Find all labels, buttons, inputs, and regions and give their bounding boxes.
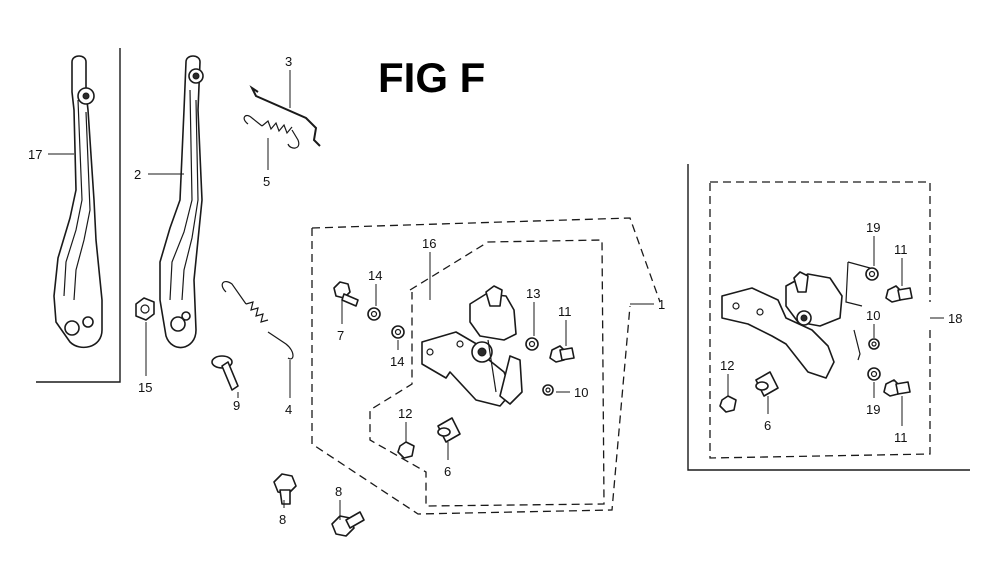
callout-18: 18 bbox=[948, 311, 962, 326]
callout-6-assembly-18: 6 bbox=[764, 418, 771, 433]
callout-5: 5 bbox=[263, 174, 270, 189]
callout-8-right: 8 bbox=[335, 484, 342, 499]
lever-17-frame bbox=[36, 48, 121, 383]
nut-14-upper bbox=[367, 307, 381, 321]
lever-2 bbox=[159, 55, 204, 349]
spring-5 bbox=[243, 114, 300, 149]
callout-12-assembly-1: 12 bbox=[398, 406, 412, 421]
callout-2: 2 bbox=[134, 167, 141, 182]
inner-assembly-16-outline bbox=[369, 239, 605, 507]
rod-3 bbox=[249, 85, 321, 147]
spring-4 bbox=[221, 280, 294, 360]
callout-11-lower-assembly-18: 11 bbox=[894, 430, 908, 445]
collar-6-assembly-18 bbox=[755, 371, 779, 397]
screw-12-assembly-18 bbox=[719, 395, 737, 413]
collar-6-assembly-1 bbox=[437, 417, 461, 443]
callout-12-assembly-18: 12 bbox=[720, 358, 734, 373]
callout-1: 1 bbox=[658, 297, 665, 312]
control-lever-17 bbox=[53, 55, 103, 349]
washer-10-assembly-1 bbox=[542, 384, 554, 396]
bolt-11-lower-assembly-18 bbox=[883, 379, 911, 397]
bolt-8-left bbox=[273, 473, 297, 505]
bolt-11-upper-assembly-18 bbox=[885, 285, 913, 303]
assembly-18-frame bbox=[687, 164, 970, 471]
callout-9: 9 bbox=[233, 398, 240, 413]
pin-9 bbox=[211, 355, 239, 391]
callout-17: 17 bbox=[28, 147, 42, 162]
callout-13: 13 bbox=[526, 286, 540, 301]
callout-15: 15 bbox=[138, 380, 152, 395]
callout-4: 4 bbox=[285, 402, 292, 417]
callout-19-lower: 19 bbox=[866, 402, 880, 417]
callout-19-upper: 19 bbox=[866, 220, 880, 235]
assembly-1-outline bbox=[311, 217, 661, 515]
callout-14-upper: 14 bbox=[368, 268, 382, 283]
callout-7: 7 bbox=[337, 328, 344, 343]
callout-11-assembly-1: 11 bbox=[558, 304, 572, 319]
callout-labels: 17 2 3 5 15 9 4 8 8 16 14 7 14 13 11 1 1… bbox=[28, 54, 962, 527]
callout-8-left: 8 bbox=[279, 512, 286, 527]
leader-lines bbox=[48, 70, 944, 520]
callout-16: 16 bbox=[422, 236, 436, 251]
callout-10-assembly-18: 10 bbox=[866, 308, 880, 323]
nut-14-lower bbox=[391, 325, 405, 339]
washer-10-assembly-18 bbox=[868, 338, 880, 350]
washer-13 bbox=[525, 337, 539, 351]
washer-19-lower bbox=[867, 367, 881, 381]
figure-title: FIG F bbox=[378, 54, 485, 101]
control-base-assembly-1 bbox=[421, 285, 523, 407]
washer-19-upper bbox=[865, 267, 879, 281]
control-base-assembly-18 bbox=[721, 261, 871, 379]
screw-7 bbox=[333, 281, 359, 307]
callout-10-assembly-1: 10 bbox=[574, 385, 588, 400]
callout-6-assembly-1: 6 bbox=[444, 464, 451, 479]
callout-14-lower: 14 bbox=[390, 354, 404, 369]
nut-15 bbox=[135, 297, 155, 321]
bolt-11-assembly-1 bbox=[549, 345, 575, 363]
callout-3: 3 bbox=[285, 54, 292, 69]
callout-11-upper-assembly-18: 11 bbox=[894, 242, 908, 257]
bolt-8-right bbox=[331, 511, 365, 537]
screw-12-assembly-1 bbox=[397, 441, 415, 459]
